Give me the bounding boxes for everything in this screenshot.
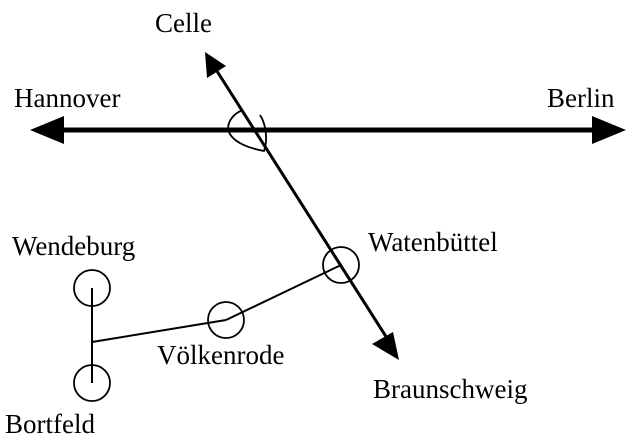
- label-hannover: Hannover: [14, 83, 120, 113]
- label-wendeburg: Wendeburg: [12, 231, 135, 261]
- celle-braunschweig-line: [213, 67, 394, 347]
- celle-arrowhead: [205, 52, 226, 78]
- branch-line-voelkenrode-junction: [91, 319, 227, 343]
- label-watenbuettel: Watenbüttel: [368, 227, 498, 257]
- braunschweig-arrowhead: [372, 332, 399, 360]
- hannover-arrowhead: [30, 116, 64, 144]
- label-bortfeld: Bortfeld: [5, 409, 95, 439]
- label-celle: Celle: [155, 8, 212, 38]
- berlin-arrowhead: [592, 116, 626, 144]
- wendeburg-station-circle: [73, 269, 111, 307]
- branch-line-watenbuettel-voelkenrode: [225, 264, 342, 321]
- label-berlin: Berlin: [547, 83, 615, 113]
- watenbuettel-station-circle: [322, 246, 360, 284]
- label-braunschweig: Braunschweig: [373, 374, 527, 404]
- voelkenrode-station-circle: [207, 301, 245, 339]
- label-voelkenrode: Völkenrode: [157, 340, 284, 370]
- angle-marker: [227, 109, 267, 153]
- bortfeld-station-circle: [73, 364, 111, 402]
